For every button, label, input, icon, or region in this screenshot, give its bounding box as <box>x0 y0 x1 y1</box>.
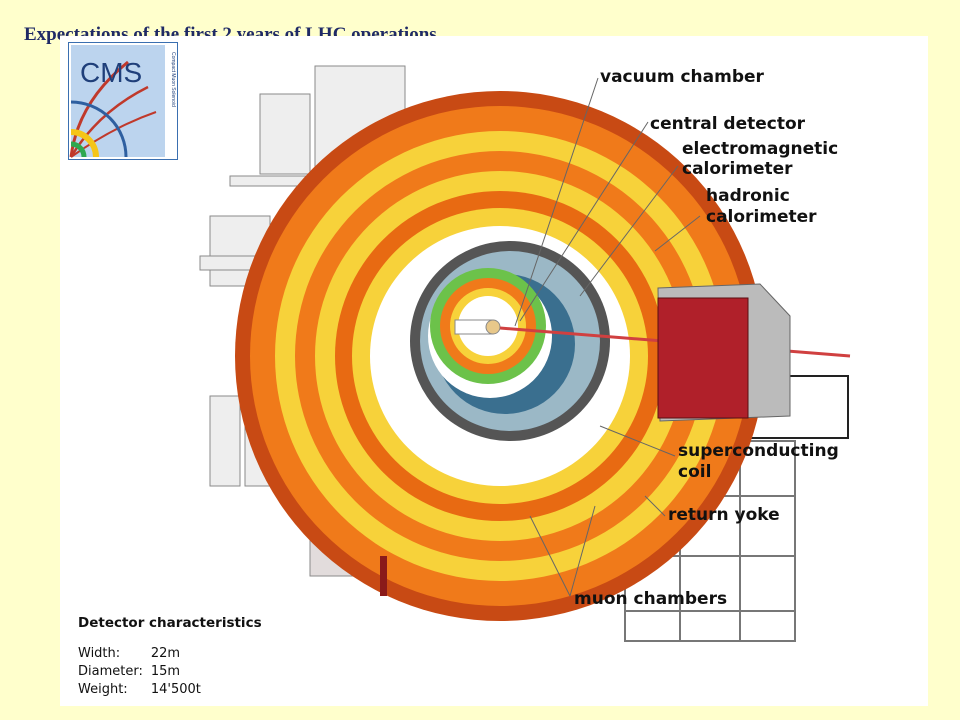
characteristic-label: Width: <box>78 646 121 661</box>
label-muon-chambers: muon chambers <box>574 589 727 609</box>
characteristic-value: 22m <box>150 646 181 661</box>
label-return-yoke: return yoke <box>668 505 780 525</box>
cms-logo: CMS Compact Muon Solenoid <box>68 42 178 160</box>
characteristics-heading: Detector characteristics <box>78 615 262 631</box>
cms-detector-diagram: vacuum chamber central detector electrom… <box>199 65 851 642</box>
characteristics-row: Width: 22m <box>78 645 209 663</box>
endcap <box>657 283 791 422</box>
label-central-detector: central detector <box>650 114 806 134</box>
characteristic-label: Diameter: <box>78 664 143 679</box>
inner-detector <box>370 226 851 486</box>
label-hadronic-calorimeter: calorimeter <box>706 207 817 227</box>
cms-logo-text: CMS <box>80 57 142 88</box>
label-coil: coil <box>678 462 711 482</box>
characteristics-table: Width: 22m Diameter: 15m Weight: 14'500t <box>78 645 209 699</box>
person-scale-figure <box>380 556 387 596</box>
label-hadronic: hadronic <box>706 186 790 206</box>
label-electromagnetic: electromagnetic <box>682 139 838 159</box>
characteristic-value: 14'500t <box>150 682 201 697</box>
label-em-calorimeter: calorimeter <box>682 159 793 179</box>
characteristic-label: Weight: <box>78 682 128 697</box>
label-leader-lines <box>514 77 701 597</box>
label-vacuum-chamber: vacuum chamber <box>600 67 765 87</box>
detector-characteristics: Detector characteristics Width: 22m Diam… <box>78 615 262 699</box>
detector-illustration-panel: vacuum chamber central detector electrom… <box>60 36 928 706</box>
characteristics-row: Diameter: 15m <box>78 663 209 681</box>
label-superconducting: superconducting <box>678 441 839 461</box>
characteristics-row: Weight: 14'500t <box>78 681 209 699</box>
cms-logo-subtext: Compact Muon Solenoid <box>170 52 176 107</box>
characteristic-value: 15m <box>150 664 181 679</box>
